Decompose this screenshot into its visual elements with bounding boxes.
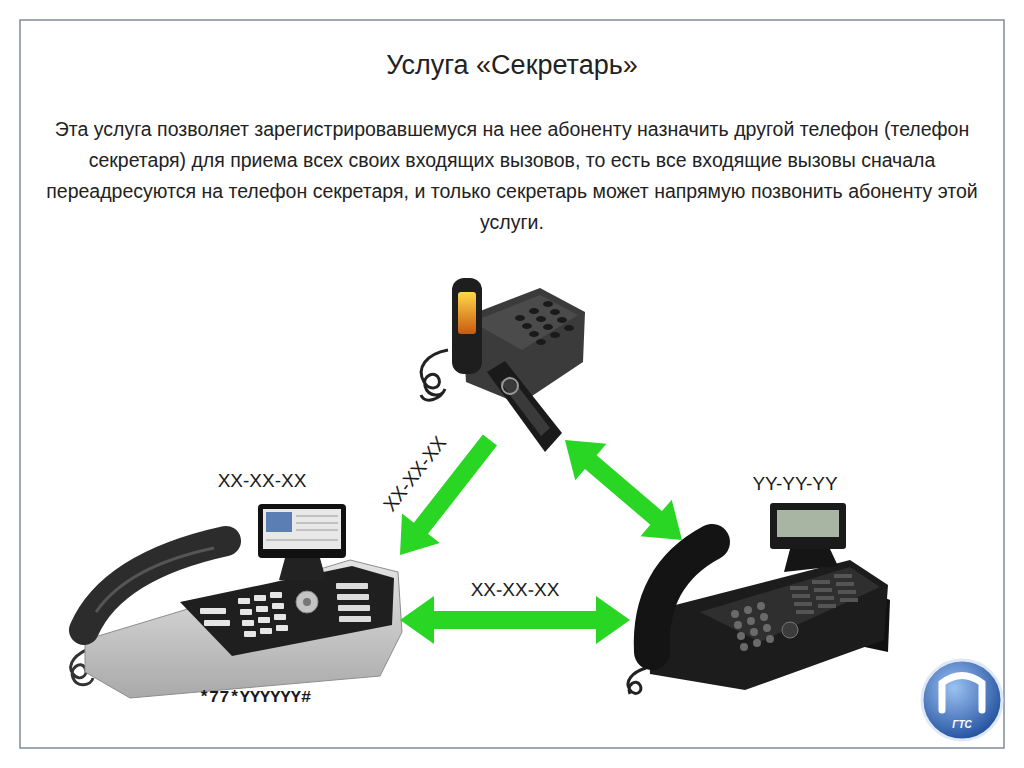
call-arrow <box>400 434 497 555</box>
phone-node: YY-YY-YY <box>630 540 890 690</box>
phone-number: YY-YY-YY <box>752 473 837 495</box>
logo-text: ГТС <box>932 719 992 730</box>
description-text: Эта услуга позволяет зарегистрировавшему… <box>37 114 987 238</box>
arrow-label: XX-XX-XX <box>378 431 452 518</box>
slide-frame <box>20 20 1004 748</box>
phone-number: XX-XX-XX <box>218 470 307 492</box>
subscriber-phone <box>71 504 402 698</box>
call-arrow <box>565 440 682 540</box>
slide-title: Услуга «Секретарь» <box>0 50 1024 81</box>
company-logo <box>922 660 1002 740</box>
arrow-label: XX-XX-XX <box>469 579 562 601</box>
call-arrow <box>400 596 630 644</box>
caller-phone <box>421 278 585 452</box>
phone-node <box>440 275 590 440</box>
phone-node: XX-XX-XX*77*YYYYYY# <box>70 500 400 690</box>
dial-code: *77*YYYYYY# <box>199 688 311 707</box>
